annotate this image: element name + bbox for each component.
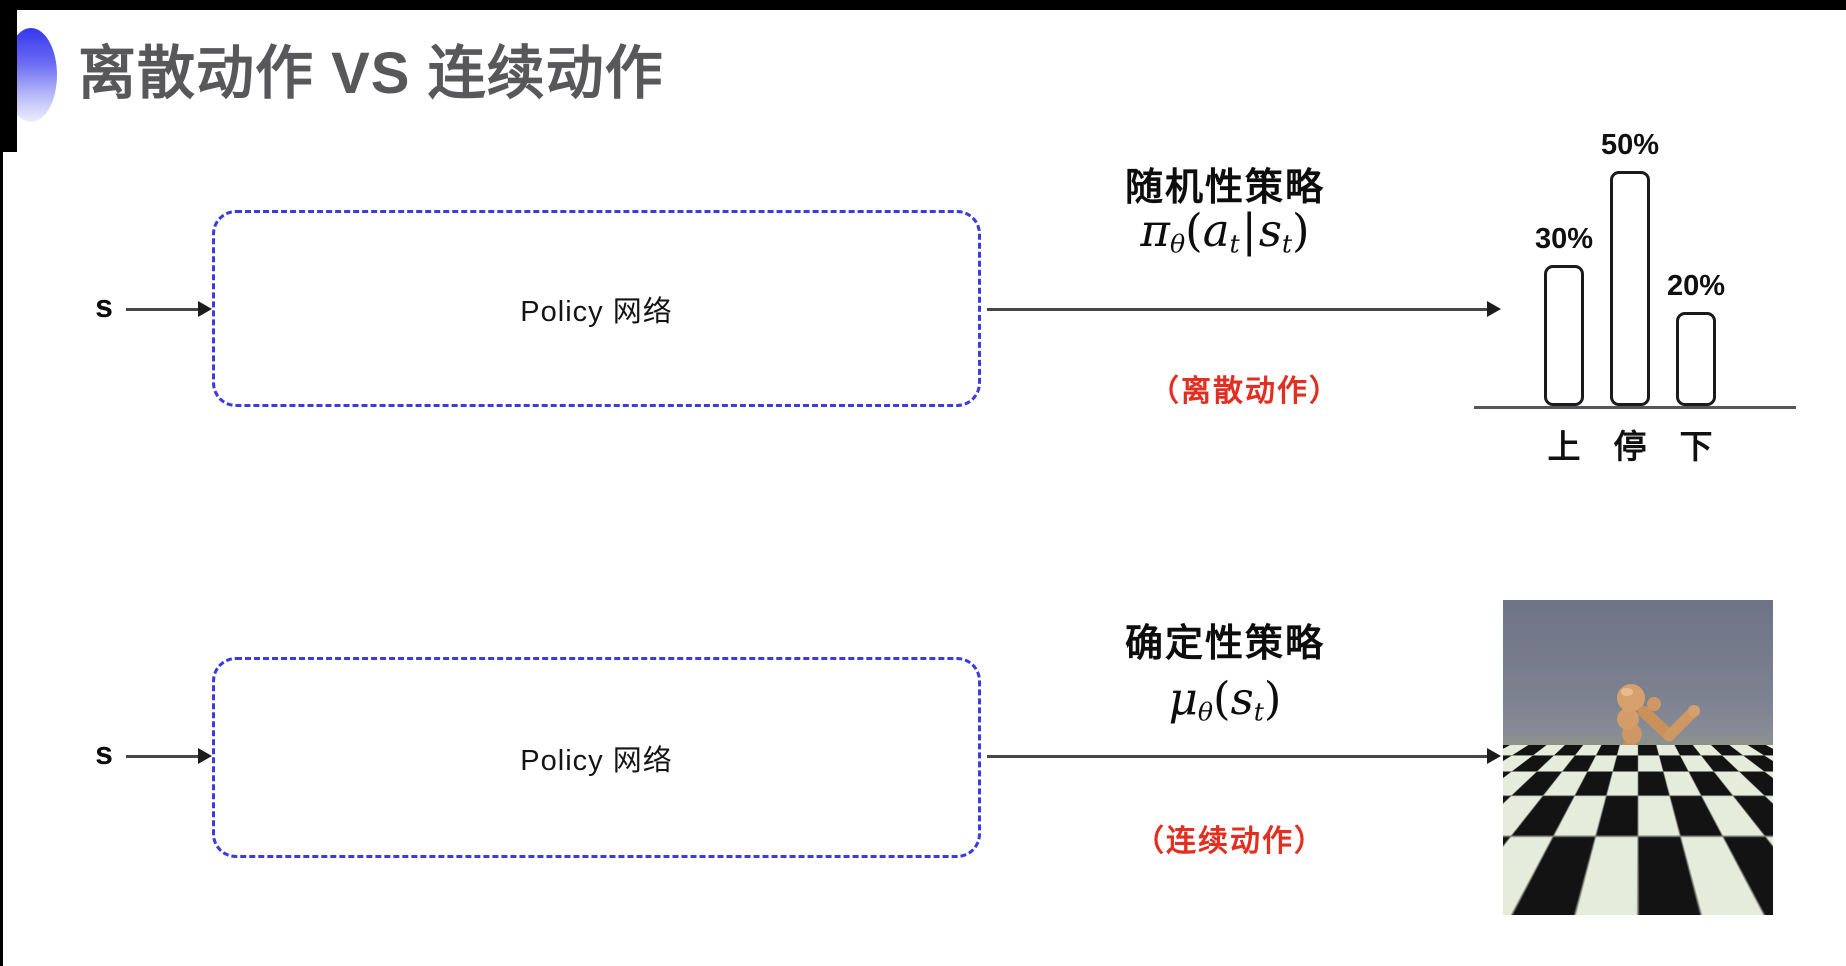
output-arrowhead-top (1487, 301, 1501, 317)
bar-value-label: 50% (1600, 129, 1660, 161)
formula-theta-sub: θ (1197, 697, 1214, 727)
input-arrowhead-top (198, 301, 212, 317)
state-input-label-bottom: s (95, 735, 113, 771)
bar (1676, 312, 1716, 406)
top-black-bar (0, 0, 1846, 10)
output-arrow-top (987, 308, 1489, 311)
bar (1610, 171, 1650, 406)
bar-group-up: 30% (1535, 223, 1593, 406)
policy-network-box-top: Policy 网络 (212, 210, 981, 407)
stochastic-policy-formula: πθ(at|st) (1040, 204, 1410, 258)
output-arrowhead-bottom (1487, 748, 1501, 764)
humanoid-robot (1541, 684, 1700, 903)
state-input-label-top: s (95, 288, 113, 324)
input-arrowhead-bottom (198, 748, 212, 764)
discrete-action-note: （离散动作） (1149, 375, 1341, 408)
formula-open-paren: ( (1185, 204, 1203, 257)
input-arrow-top (126, 308, 200, 311)
deterministic-policy-title: 确定性策略 (1124, 623, 1325, 665)
formula-theta-sub: θ (1169, 229, 1186, 259)
bar-axis-line (1474, 406, 1796, 409)
bar-value-label: 20% (1666, 270, 1726, 302)
formula-close-paren: ) (1292, 204, 1310, 257)
bar-value-label: 30% (1534, 223, 1594, 255)
action-bar-chart: 30% 50% 20% (1535, 110, 1725, 406)
formula-state-var: s (1230, 672, 1254, 725)
formula-given-bar: | (1241, 204, 1257, 257)
bar (1544, 265, 1584, 406)
stochastic-policy-title: 随机性策略 (1124, 167, 1325, 209)
humanoid-simulation-image (1503, 600, 1773, 915)
left-black-bar (0, 0, 17, 152)
formula-action-var: a (1202, 204, 1230, 257)
formula-mu: μ (1168, 672, 1198, 725)
bar-group-stop: 50% (1601, 129, 1659, 406)
bar-category-label: 下 (1679, 428, 1713, 465)
policy-network-box-bottom: Policy 网络 (212, 657, 981, 858)
formula-open-paren: ( (1213, 672, 1231, 725)
bar-category-row: 上 停 下 (1541, 420, 1719, 468)
input-arrow-bottom (126, 755, 200, 758)
formula-state-sub: t (1253, 697, 1264, 727)
formula-close-paren: ) (1263, 672, 1282, 725)
continuous-action-note: （连续动作） (1134, 825, 1326, 858)
policy-network-label-top: Policy 网络 (520, 295, 673, 328)
bar-group-down: 20% (1667, 270, 1725, 406)
page-title: 离散动作 VS 连续动作 (78, 41, 664, 106)
formula-pi: π (1140, 204, 1170, 257)
policy-network-label-bottom: Policy 网络 (520, 744, 673, 777)
bar-category-label: 上 (1547, 428, 1581, 465)
formula-action-sub: t (1229, 229, 1240, 259)
formula-state-sub: t (1281, 229, 1293, 259)
formula-state-var: s (1258, 204, 1282, 257)
output-arrow-bottom (987, 755, 1489, 758)
deterministic-policy-formula: μθ(st) (1040, 672, 1410, 726)
bar-category-label: 停 (1613, 428, 1647, 465)
left-edge-line (0, 0, 3, 966)
